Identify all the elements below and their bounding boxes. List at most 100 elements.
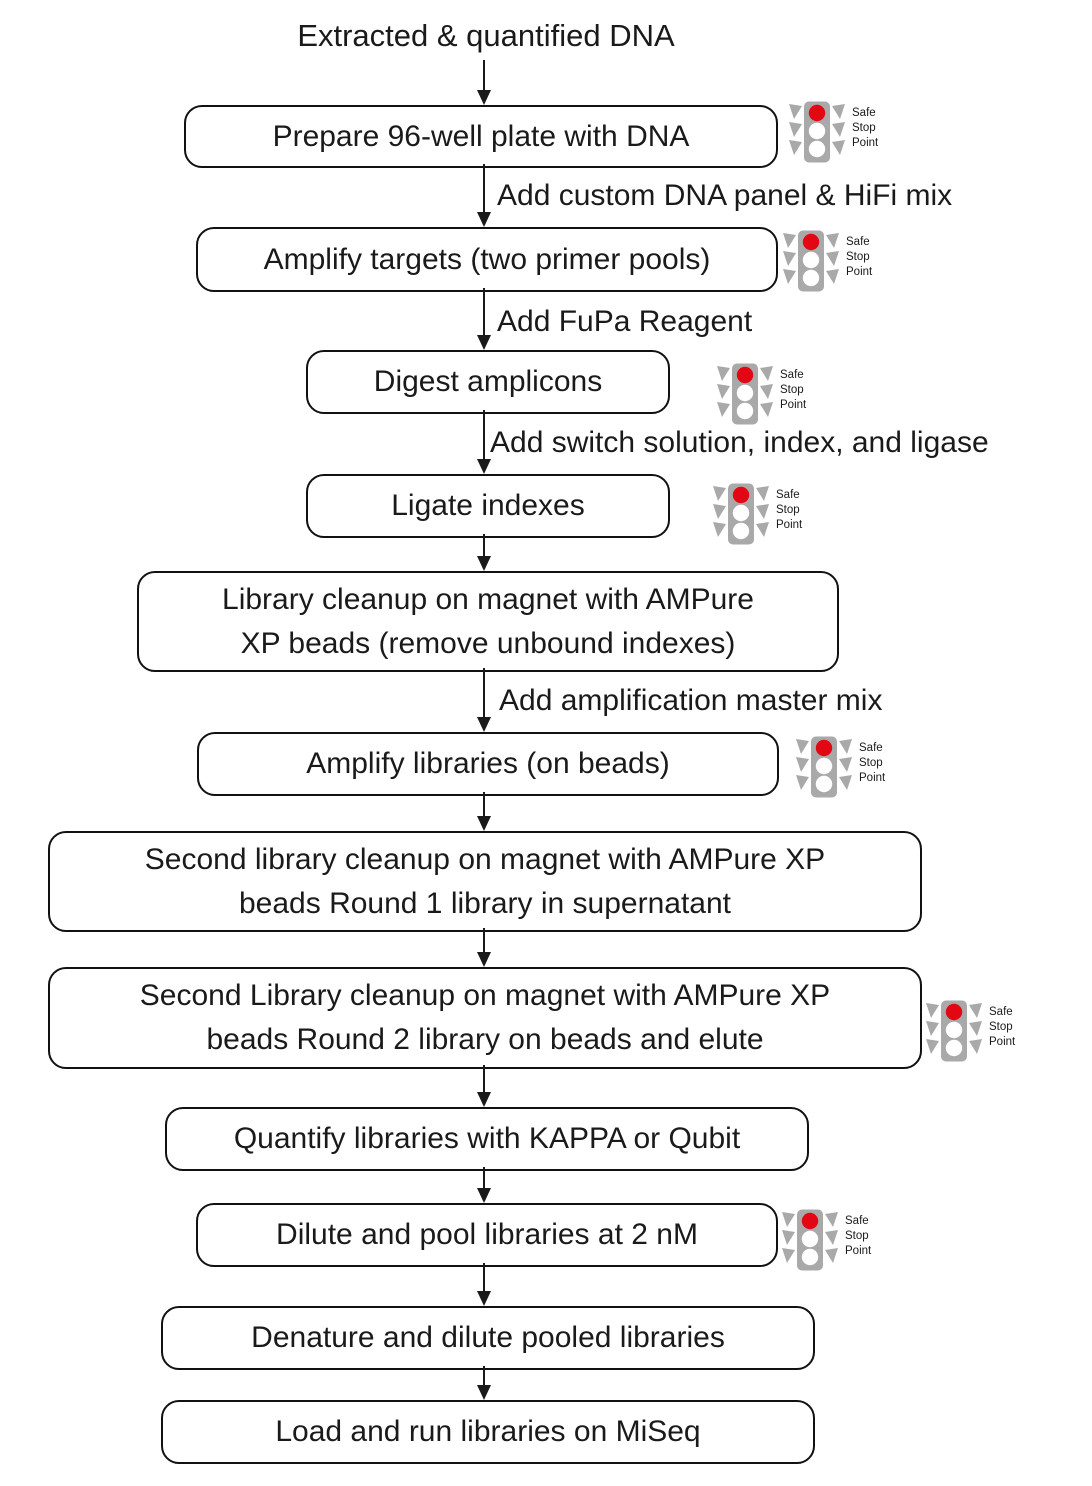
flow-arrow — [476, 410, 492, 474]
safe-stop-point-label: Safe Stop Point — [859, 736, 885, 786]
safe-stop-line: Safe — [776, 489, 800, 501]
safe-stop-line: Safe — [780, 369, 804, 381]
flow-arrow — [476, 60, 492, 105]
step-load-and-run-miseq: Load and run libraries on MiSeq — [161, 1400, 815, 1464]
step-label-line: Second Library cleanup on magnet with AM… — [139, 979, 831, 1012]
safe-stop-line: Stop — [846, 251, 870, 263]
arrow-line — [483, 1065, 485, 1092]
safe-stop-line: Point — [852, 137, 879, 149]
safe-stop-line: Stop — [776, 504, 800, 516]
safe-stop-point-icon: Safe Stop Point — [795, 736, 885, 798]
step-label-line: beads Round 1 library in supernatant — [239, 886, 731, 920]
traffic-light-icon — [796, 736, 852, 798]
safe-stop-point-label: Safe Stop Point — [852, 101, 878, 151]
edge-label-add-custom-panel: Add custom DNA panel & HiFi mix — [497, 179, 953, 212]
safe-stop-line: Stop — [852, 122, 876, 134]
arrow-head-icon — [477, 1188, 491, 1203]
arrow-line — [483, 288, 485, 335]
safe-stop-line: Stop — [989, 1021, 1013, 1033]
step-label: Amplify targets (two primer pools) — [263, 242, 711, 276]
traffic-light-icon — [926, 1000, 982, 1062]
arrow-head-icon — [477, 335, 491, 350]
step-dilute-and-pool: Dilute and pool libraries at 2 nM — [196, 1203, 778, 1267]
step-denature-and-dilute: Denature and dilute pooled libraries — [161, 1306, 815, 1370]
safe-stop-line: Point — [859, 772, 886, 784]
flow-arrow — [476, 1065, 492, 1107]
traffic-light-icon — [783, 230, 839, 292]
safe-stop-line: Safe — [859, 742, 883, 754]
safe-stop-line: Point — [989, 1036, 1016, 1048]
arrow-line — [483, 164, 485, 212]
step-label: Denature and dilute pooled libraries — [251, 1321, 725, 1354]
safe-stop-point-label: Safe Stop Point — [846, 230, 872, 280]
safe-stop-point-label: Safe Stop Point — [989, 1000, 1015, 1050]
step-amplify-targets: Amplify targets (two primer pools) — [196, 227, 778, 292]
safe-stop-line: Safe — [989, 1006, 1013, 1018]
step-library-cleanup: Library cleanup on magnet with AMPure XP… — [137, 571, 839, 672]
flow-arrow — [476, 1263, 492, 1306]
arrow-head-icon — [477, 816, 491, 831]
traffic-light-icon — [789, 101, 845, 163]
arrow-head-icon — [477, 556, 491, 571]
flow-arrow — [476, 668, 492, 732]
safe-stop-point-icon: Safe Stop Point — [925, 1000, 1015, 1062]
edge-label-add-fupa: Add FuPa Reagent — [497, 305, 753, 338]
traffic-light-icon — [713, 483, 769, 545]
step-label: Amplify libraries (on beads) — [306, 747, 670, 780]
arrow-head-icon — [477, 1291, 491, 1306]
flow-arrow — [476, 534, 492, 571]
flow-arrow — [476, 1167, 492, 1203]
safe-stop-line: Safe — [845, 1215, 869, 1227]
step-label-line: XP beads (remove unbound indexes) — [240, 626, 736, 660]
safe-stop-line: Safe — [852, 107, 876, 119]
arrow-head-icon — [477, 212, 491, 227]
flow-arrow — [476, 288, 492, 350]
safe-stop-point-icon: Safe Stop Point — [716, 363, 806, 425]
step-label-line: beads Round 2 library on beads and elute — [206, 1023, 764, 1056]
step-label: Ligate indexes — [391, 489, 585, 522]
arrow-line — [483, 1366, 485, 1385]
flow-arrow — [476, 164, 492, 227]
step-label-line: Library cleanup on magnet with AMPure — [222, 582, 754, 616]
arrow-line — [483, 534, 485, 556]
arrow-line — [483, 1263, 485, 1291]
step-digest-amplicons: Digest amplicons — [306, 350, 670, 414]
arrow-line — [483, 792, 485, 816]
arrow-head-icon — [477, 717, 491, 732]
arrow-line — [483, 60, 485, 90]
arrow-head-icon — [477, 459, 491, 474]
arrow-line — [483, 928, 485, 952]
arrow-line — [483, 410, 485, 459]
arrow-head-icon — [477, 1092, 491, 1107]
flow-arrow — [476, 928, 492, 967]
safe-stop-line: Point — [776, 519, 803, 531]
step-label: Prepare 96-well plate with DNA — [272, 119, 690, 153]
arrow-head-icon — [477, 1385, 491, 1400]
step-prepare-96-well-plate: Prepare 96-well plate with DNA — [184, 105, 778, 168]
step-label: Quantify libraries with KAPPA or Qubit — [233, 1122, 741, 1155]
safe-stop-point-label: Safe Stop Point — [845, 1209, 871, 1259]
step-label: Digest amplicons — [373, 365, 603, 398]
step-second-cleanup-round-1: Second library cleanup on magnet with AM… — [48, 831, 922, 932]
arrow-line — [483, 1167, 485, 1188]
step-ligate-indexes: Ligate indexes — [306, 474, 670, 538]
flow-arrow — [476, 1366, 492, 1400]
traffic-light-icon — [717, 363, 773, 425]
flow-arrow — [476, 792, 492, 831]
safe-stop-point-label: Safe Stop Point — [780, 363, 806, 413]
edge-label-add-switch-solution: Add switch solution, index, and ligase — [490, 426, 989, 459]
safe-stop-line: Point — [780, 399, 807, 411]
safe-stop-line: Safe — [846, 236, 870, 248]
safe-stop-line: Stop — [859, 757, 883, 769]
safe-stop-point-icon: Safe Stop Point — [788, 101, 878, 163]
safe-stop-point-icon: Safe Stop Point — [712, 483, 802, 545]
step-label: Dilute and pool libraries at 2 nM — [276, 1218, 698, 1251]
safe-stop-point-icon: Safe Stop Point — [781, 1209, 871, 1271]
start-node-label: Extracted & quantified DNA — [297, 18, 675, 53]
traffic-light-icon — [782, 1209, 838, 1271]
safe-stop-line: Point — [846, 266, 873, 278]
safe-stop-line: Stop — [780, 384, 804, 396]
safe-stop-point-icon: Safe Stop Point — [782, 230, 872, 292]
arrow-head-icon — [477, 952, 491, 967]
